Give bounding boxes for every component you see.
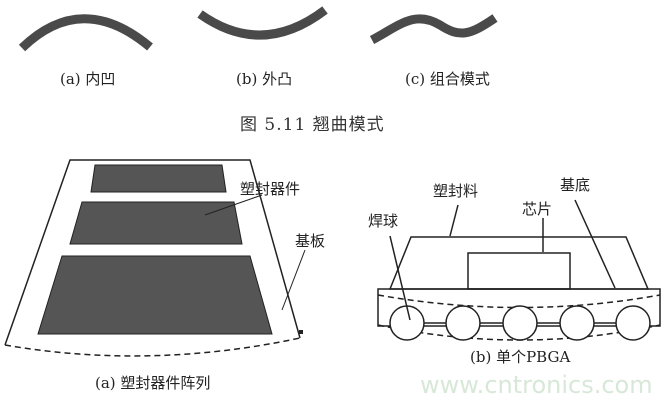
solder-ball-label: 焊球: [368, 212, 399, 230]
figure-caption: 图 5.11 翘曲模式: [240, 115, 385, 135]
substrate-label: 基底: [560, 176, 591, 194]
pbga-caption: (b) 单个PBGA: [470, 348, 571, 366]
warp-convex-shape: [197, 6, 328, 40]
warp-combined-shape: [369, 14, 498, 44]
mold-label: 塑封料: [433, 182, 479, 200]
warp-convex-label: (b) 外凸: [236, 70, 293, 88]
board-label: 基板: [295, 232, 326, 250]
watermark: www.cntronics.com: [420, 371, 653, 399]
warp-concave-shape: [18, 14, 153, 52]
device-array: [4, 159, 306, 357]
chip-label: 芯片: [522, 200, 553, 218]
warp-combined-label: (c) 组合模式: [405, 70, 490, 88]
pbga-package: [377, 199, 661, 341]
device-label: 塑封器件: [240, 180, 301, 198]
array-caption: (a) 塑封器件阵列: [95, 374, 211, 392]
warp-concave-label: (a) 内凹: [60, 70, 116, 88]
